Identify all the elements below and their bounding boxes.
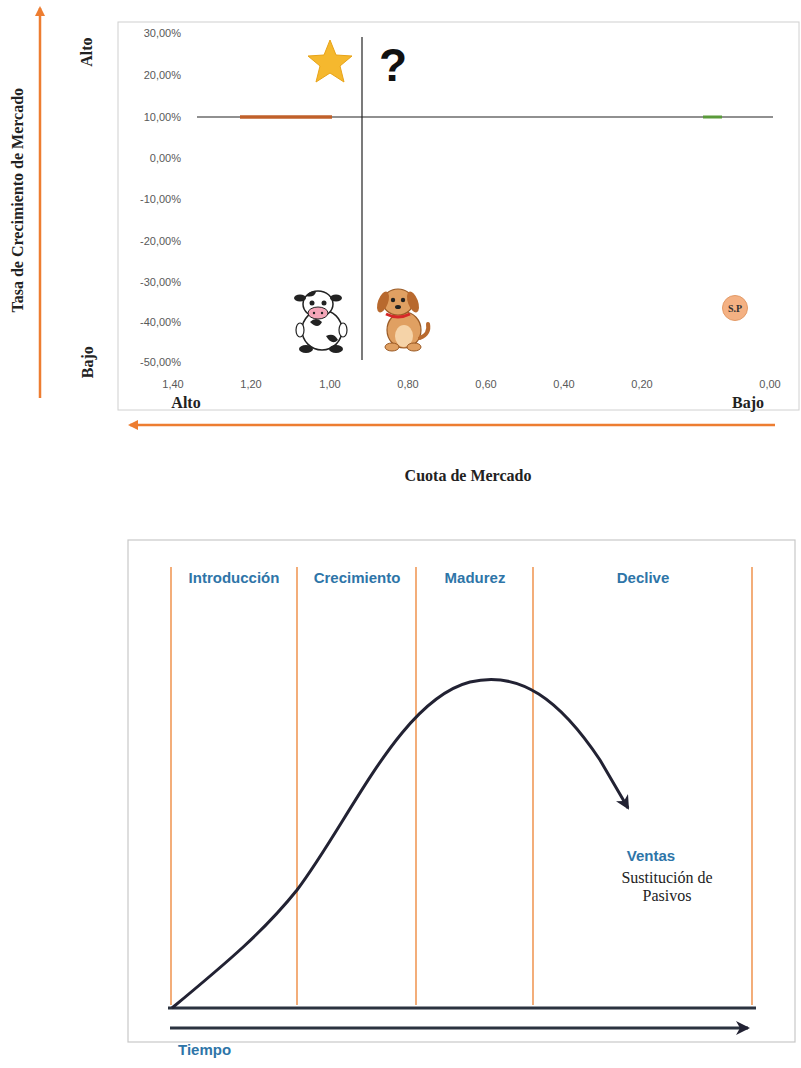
tick-label: -50,00% xyxy=(140,356,181,369)
axis-title: Tiempo xyxy=(178,1041,231,1058)
dog-icon xyxy=(375,289,429,351)
axis-level: Alto xyxy=(171,394,200,412)
stage-label: Crecimiento xyxy=(314,569,401,586)
axis-title: Tasa de Crecimiento de Mercado xyxy=(9,88,27,313)
axis-level: Bajo xyxy=(732,394,764,412)
tick-label: 10,00% xyxy=(144,111,181,124)
tick-label: 0,00% xyxy=(150,152,181,165)
tick-label: 30,00% xyxy=(144,27,181,40)
tick-label: -30,00% xyxy=(140,276,181,289)
axis-title: Cuota de Mercado xyxy=(405,467,532,485)
note-text: Sustitución de Pasivos xyxy=(617,869,717,906)
tick-label: 0,60 xyxy=(475,378,496,391)
tick-label: -40,00% xyxy=(140,316,181,329)
bubble-point: S.P xyxy=(722,295,748,321)
bubble-label: S.P xyxy=(728,303,742,314)
tick-label: 20,00% xyxy=(144,69,181,82)
tick-label: -10,00% xyxy=(140,193,181,206)
tick-label: 0,40 xyxy=(553,378,574,391)
axis-level: Alto xyxy=(79,37,97,66)
axis-level: Bajo xyxy=(79,346,97,378)
cow-icon xyxy=(294,291,347,353)
tick-label: -20,00% xyxy=(140,235,181,248)
tick-label: 0,00 xyxy=(759,378,780,391)
tick-label: 1,00 xyxy=(319,378,340,391)
question-mark: ? xyxy=(379,39,407,92)
stage-label: Introducción xyxy=(189,569,280,586)
curve-label: Ventas xyxy=(627,847,675,864)
tick-label: 0,80 xyxy=(397,378,418,391)
tick-label: 1,20 xyxy=(240,378,261,391)
stage-label: Madurez xyxy=(445,569,506,586)
stage-label: Declive xyxy=(617,569,670,586)
tick-label: 0,20 xyxy=(631,378,652,391)
tick-label: 1,40 xyxy=(162,378,183,391)
